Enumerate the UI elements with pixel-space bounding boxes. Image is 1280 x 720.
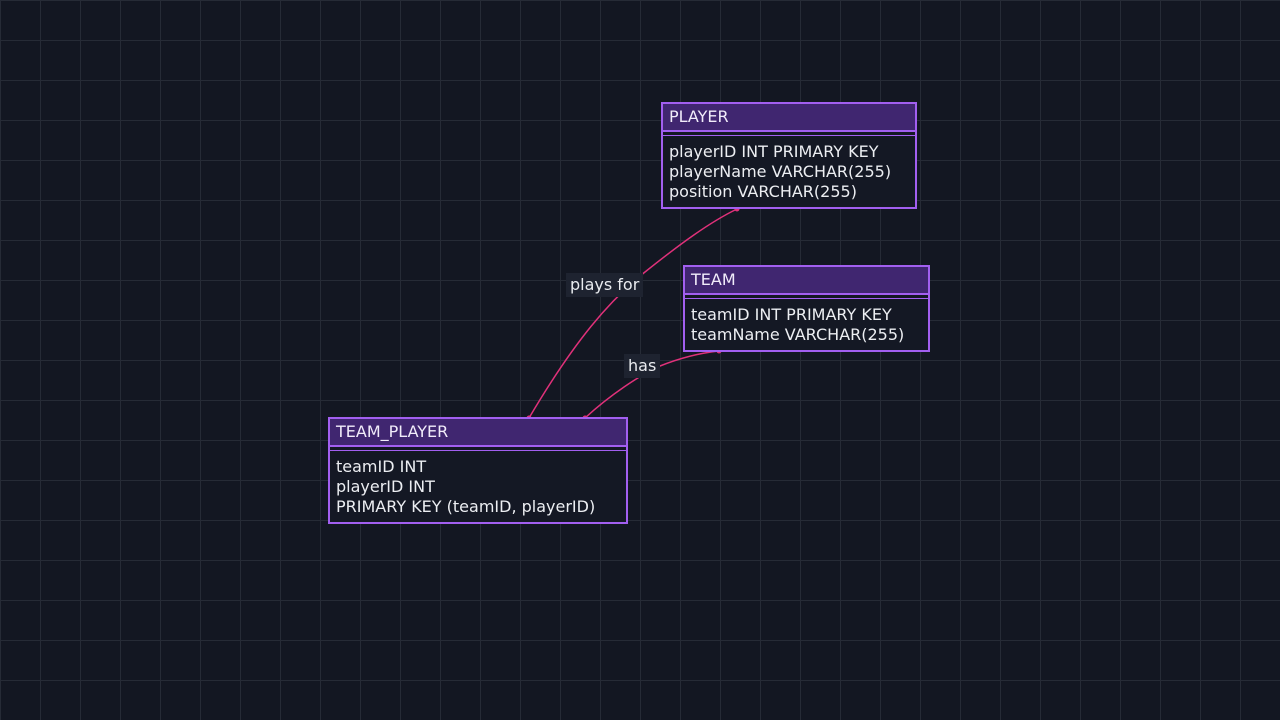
entity-attribute: position VARCHAR(255) (669, 182, 857, 201)
relationship-label-plays-for[interactable]: plays for (566, 273, 644, 297)
entity-header: PLAYER (663, 104, 915, 136)
entity-attributes: teamID INT PRIMARY KEY teamName VARCHAR(… (685, 299, 928, 351)
entity-attributes: playerID INT PRIMARY KEY playerName VARC… (663, 136, 915, 208)
entity-team-player[interactable]: TEAM_PLAYER teamID INT playerID INT PRIM… (328, 417, 628, 524)
entity-attribute: playerName VARCHAR(255) (669, 162, 892, 181)
entity-attribute: playerID INT PRIMARY KEY (669, 142, 879, 161)
entity-attribute: teamID INT (336, 457, 427, 476)
entity-header: TEAM_PLAYER (330, 419, 626, 451)
entity-attribute: teamID INT PRIMARY KEY (691, 305, 892, 324)
entity-player[interactable]: PLAYER playerID INT PRIMARY KEY playerNa… (661, 102, 917, 209)
relationship-label-has[interactable]: has (624, 354, 661, 378)
entity-header: TEAM (685, 267, 928, 299)
entity-attribute: playerID INT (336, 477, 435, 496)
entity-attribute: PRIMARY KEY (teamID, playerID) (336, 497, 596, 516)
entity-attributes: teamID INT playerID INT PRIMARY KEY (tea… (330, 451, 626, 523)
entity-team[interactable]: TEAM teamID INT PRIMARY KEY teamName VAR… (683, 265, 930, 352)
entity-attribute: teamName VARCHAR(255) (691, 325, 905, 344)
